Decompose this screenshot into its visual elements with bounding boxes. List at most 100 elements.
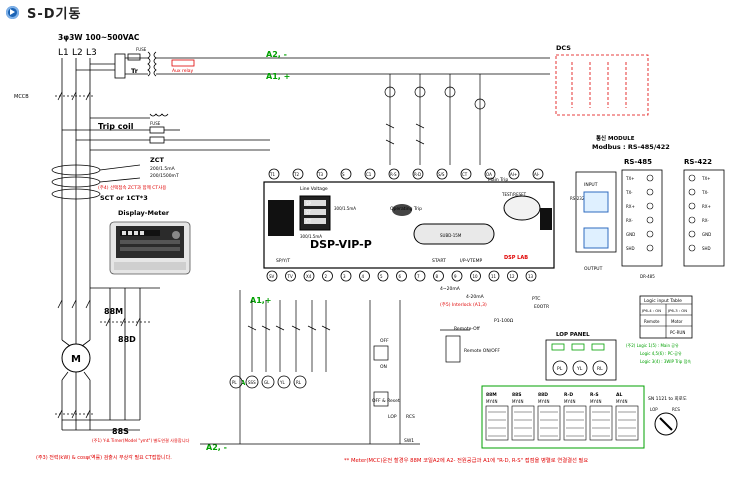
relay-label: R-D [564,392,573,398]
ni-label: 4-20mA [466,294,485,300]
rs422-block [683,169,725,267]
relay-label: 88D [538,392,548,398]
relay-list: 88MMY4N88SMY4N88DMY4NR-DMY4NR-SMY4NALMY4… [485,392,639,441]
top-terminal-label: C1 [366,172,372,177]
pushbutton-lamp-label: SSS [248,380,256,385]
rs485-pin-terminal [646,188,654,196]
relay-body [537,405,561,441]
rs422-pin-terminal [688,216,696,224]
rs422-label: RS-422 [684,158,712,166]
rs485-pin: TX- [625,190,633,195]
zct-spec1: 200/1.5mA [150,166,176,172]
tr-label: Tr [131,67,139,75]
phase-l3: L3 [86,48,97,58]
selector-rcs: RCS [672,407,680,412]
bottom-terminal [303,270,315,282]
bottom-terminal [359,270,370,282]
aux-relay-box [171,59,195,67]
top-terminal [532,168,544,180]
top-terminal-label: T2 [293,172,299,177]
lop-lamp-label: PL [557,366,563,372]
top-terminal [268,168,280,180]
contactor-88s-label: 88S [112,427,129,436]
relay-body [485,405,509,441]
bus-a1-top: A1, + [266,72,290,81]
relay-label: AL [616,392,622,398]
bottom-terminal [488,270,500,282]
top-terminal [484,168,496,180]
phase-l2: L2 [72,48,83,58]
rs485-pin: RX- [626,218,633,223]
bottom-terminal [525,270,537,282]
rs485-block [621,169,663,267]
rs422-pin: SHD [702,246,711,251]
relay-model: MY4N [486,399,497,404]
bottom-terminal-label: TV [287,274,293,279]
trip-coil-label: Trip coil [98,122,134,131]
rs422-pin: GND [702,232,711,237]
aux-relay-label: Aux relay [172,68,194,74]
rs422-pin: RX+ [702,204,711,209]
rs232-label: RS-232 [570,196,585,201]
output-label: OUTPUT [584,266,603,272]
top-terminal-label: OA [486,172,492,177]
relay-model: MY4N [564,399,575,404]
bottom-terminal-label: 2 [325,274,328,279]
rs422-pin-terminal [688,244,696,252]
switch-rcs: RCS [406,414,415,420]
top-terminal-label: T3 [317,172,323,177]
start-label: START [432,258,446,264]
bottom-terminal [377,270,389,282]
bottom-terminal [414,270,426,282]
dsp-device [263,181,555,269]
top-terminal [412,168,424,180]
fuse-mid-label: FUSE [150,121,161,126]
ipv-label: I/P-V [460,258,471,264]
bottom-terminal-label: 11 [491,274,497,279]
relay-label: 88S [512,392,522,398]
logic-table [639,295,693,339]
pushbutton-lamp [229,375,243,389]
remote-label: Remote-Off [454,326,481,332]
bottom-terminal [340,270,352,282]
cv-label: 4~20mA [440,286,461,292]
top-terminal [292,168,304,180]
input-label: INPUT [584,182,598,188]
bottom-terminal-label: 12 [510,274,516,279]
lop-lamp-label: RL [597,366,603,372]
lop-panel-title: LOP PANEL [556,332,590,338]
rs485-pin-terminal [646,202,654,210]
bottom-terminal [451,270,463,282]
pushbutton-lamp [277,375,291,389]
com-module-title: 통신 MODULE [596,134,635,142]
pushbutton-lamp-label: YL [279,380,285,385]
sct-label: SCT or 1CT*3 [100,194,148,202]
rs485-pin: RX+ [626,204,635,209]
remote-sub: Remote ON/OFF [464,348,500,354]
mccb-label: MCCB [14,94,29,100]
bottom-terminal-label: 3 [343,274,346,279]
note-88s: (주1) Y-Δ Timer(Model "ymt") 별도연결 사용합니다 [92,437,190,444]
bus-a2-bottom: A2, - [206,443,227,452]
main-trip-label: Main Trip [488,177,508,183]
bottom-terminal-label: 9 [454,274,457,279]
device-port: SUBD-15M [440,233,462,238]
ptc-label: PTC [532,296,540,302]
switch-off: OFF [380,338,389,344]
bottom-terminal [470,270,481,282]
bottom-terminal [266,270,278,282]
lop-lamp [592,360,608,376]
logic-table-title: Logic input Table [644,298,682,304]
zct-spec2: 200/1500mT [150,173,179,179]
relay-body [615,405,639,441]
bottom-terminal-label: 6 [399,274,402,279]
bottom-terminal-label: 4 [362,274,365,279]
fuse-top-label: FUSE [136,47,147,52]
sw1-label: SW1 [404,438,414,444]
contactor-88d-label: 88D [118,335,136,344]
logic-note-1: (주2) Logic 1(5) : Main 공유 [626,343,679,348]
